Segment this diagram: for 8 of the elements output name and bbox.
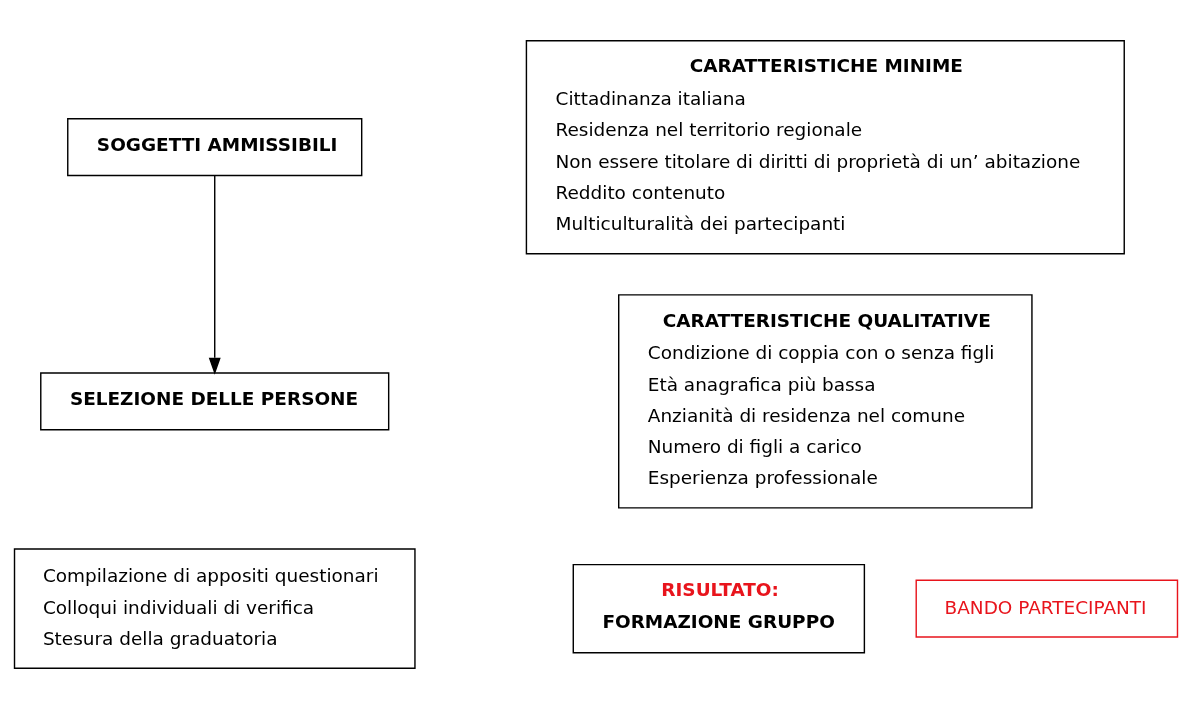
node-box: CARATTERISTICHE QUALITATIVE Condizione di coppia con o senza figli Età anagrafica più bassa Anzianità di residenza nel comune Numero di figli a carico Esperienza professionale (618, 293, 1033, 509)
node-box: Compilazione di appositi questionari Colloqui individuali di verifica Stesura della graduatoria (13, 547, 416, 669)
node-box: BANDO PARTECIPANTI (915, 579, 1179, 638)
node-box: RISULTATO: FORMAZIONE GRUPPO (572, 563, 866, 653)
node-box: SELEZIONE DELLE PERSONE (40, 371, 390, 430)
node-box: CARATTERISTICHE MINIME Cittadinanza italiana Residenza nel territorio regionale Non essere titolare di diritti di proprietà di un’ abitazione Reddito contenuto Multiculturalità dei partecipanti (525, 39, 1125, 254)
arrow (208, 174, 221, 375)
node-box: SOGGETTI AMMISSIBILI (67, 117, 363, 176)
